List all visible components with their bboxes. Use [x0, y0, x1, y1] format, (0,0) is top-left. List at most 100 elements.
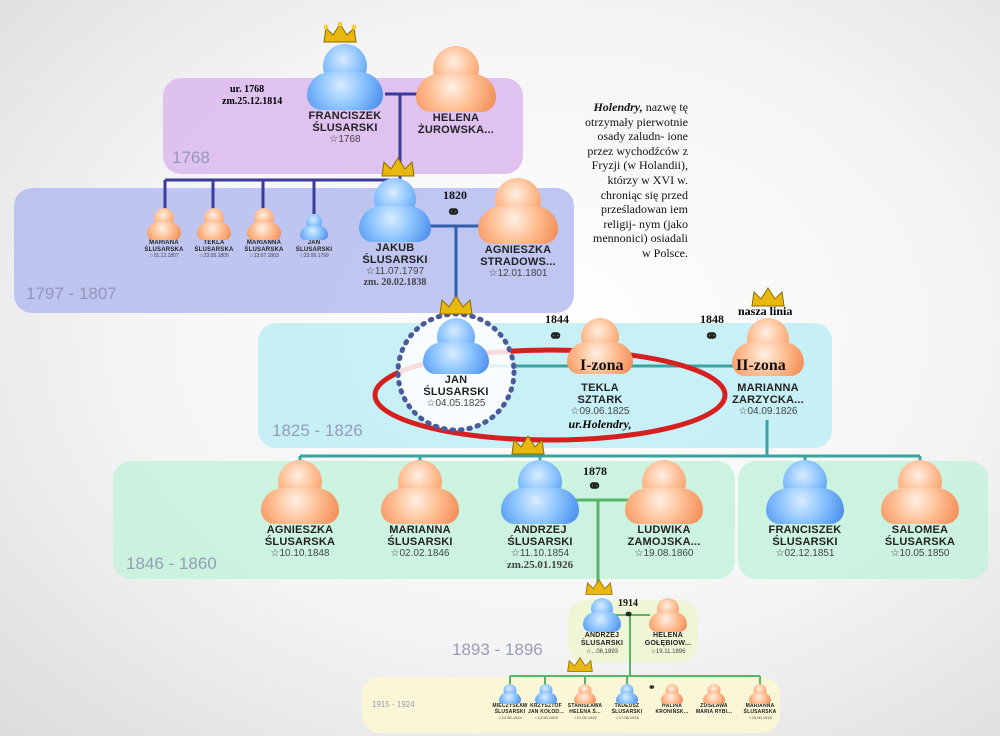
- person-zdislawa[interactable]: ZDISŁAWA MARIA RYBI...: [694, 684, 734, 715]
- marriage-year: 1848: [700, 312, 724, 326]
- wedding-rings-icon: ⚭: [587, 476, 603, 496]
- person-birth-date: ☆02.12.1851: [775, 548, 835, 559]
- person-tekla-1805[interactable]: TEKLA ŚLUSARSKA ☆23.05.1805: [190, 208, 238, 259]
- person-death-date: zm.25.01.1926: [506, 559, 574, 571]
- person-birth-date: ☆19.11.1896: [650, 649, 686, 655]
- person-birth-date: ☆...06.1893: [585, 649, 619, 655]
- marriage-year: 1820: [443, 188, 467, 202]
- person-tadeusz[interactable]: TADEUSZ ŚLUSARSKI ☆17.08.1916: [608, 684, 646, 720]
- person-salomea-1850[interactable]: SALOMEA ŚLUSARSKA ☆10.05.1850: [870, 460, 970, 559]
- person-name: FRANCISZEK ŚLUSARSKI: [308, 110, 382, 134]
- person-name: MARIANNA ŚLUSARSKI: [387, 524, 453, 548]
- crown-icon: [584, 578, 614, 601]
- person-marianna-zarzycka[interactable]: MARIANNA ZARZYCKA... ☆04.09.1826: [722, 318, 814, 417]
- crown-icon: [566, 656, 594, 678]
- person-birth-date: ☆19.08.1860: [634, 548, 694, 559]
- person-name: ANDRZEJ ŚLUSARSKI: [507, 524, 573, 548]
- person-tekla-sztark[interactable]: TEKLA SZTARK ☆09.06.1825 ur.Holendry,: [560, 318, 640, 432]
- person-birth-date: ☆10.10.1848: [270, 548, 330, 559]
- person-name: ANDRZEJ ŚLUSARSKI: [580, 632, 624, 647]
- person-name: HELENA ŻUROWSKA...: [417, 112, 495, 136]
- person-death-date: zm. 20.02.1838: [363, 277, 427, 288]
- person-name: JAN ŚLUSARSKI: [423, 374, 489, 398]
- crown-icon: [322, 21, 358, 49]
- person-birth-date: ☆12.60.1924: [498, 715, 522, 720]
- person-birth-date: ☆15.60.1915: [748, 715, 772, 720]
- person-jan-1799[interactable]: JAN ŚLUSARSKI ☆23.06.1799: [292, 214, 336, 259]
- wedding-rings-icon: ⚭: [446, 202, 462, 222]
- person-birth-date: ☆10.05.1850: [890, 548, 950, 559]
- our-line-label: nasza linia: [738, 304, 793, 318]
- person-name: LUDWIKA ZAMOJSKA...: [627, 524, 701, 548]
- person-franciszek-1768[interactable]: FRANCISZEK ŚLUSARSKI ☆1768: [300, 44, 390, 145]
- person-jan-slusarski[interactable]: JAN ŚLUSARSKI ☆04.05.1825: [410, 318, 502, 409]
- crown-icon: [510, 434, 546, 461]
- person-andrzej-1854[interactable]: ANDRZEJ ŚLUSARSKI ☆11.10.1854 zm.25.01.1…: [490, 460, 590, 571]
- person-helena-zurowska[interactable]: HELENA ŻUROWSKA...: [406, 46, 506, 136]
- band-label-1915: 1915 - 1924: [372, 700, 415, 709]
- person-jakub-slusarski[interactable]: JAKUB ŚLUSARSKI ☆11.07.1797 zm. 20.02.18…: [350, 178, 440, 288]
- person-name: MIECZYSŁAW ŚLUSARSKI: [492, 703, 528, 715]
- person-name: HALINA KRONIŃSK...: [655, 703, 689, 715]
- generation-band-1825: [258, 323, 832, 448]
- marriage-year: 1878: [583, 464, 607, 478]
- generation-band-1797: [14, 188, 574, 313]
- crown-icon: [750, 286, 786, 313]
- person-name: AGNIESZKA STRADOWS...: [480, 244, 556, 268]
- person-name: AGNIESZKA ŚLUSARSKA: [264, 524, 336, 548]
- holendry-note: Holendry, nazwę tę otrzymały pierwotnie …: [582, 100, 688, 261]
- person-name: MARIANNA ŚLUSARSKA: [244, 240, 284, 253]
- person-ludwika-zamojska[interactable]: LUDWIKA ZAMOJSKA... ☆19.08.1860: [614, 460, 714, 559]
- person-agnieszka-stradowska[interactable]: AGNIESZKA STRADOWS... ☆12.01.1801: [468, 178, 568, 279]
- person-helena-golebiowska[interactable]: HELENA GOŁĘBIOW... ☆19.11.1896: [640, 598, 696, 655]
- person-birth-date: ☆1768: [329, 134, 361, 145]
- person-birth-date: ☆11.10.1854: [510, 548, 570, 559]
- person-marianna-1803[interactable]: MARIANNA ŚLUSARSKA ☆13.07.1803: [240, 208, 288, 259]
- crown-icon: [380, 156, 416, 183]
- person-birth-date: ☆13.60.1920: [534, 715, 558, 720]
- marriage-year: 1844: [545, 312, 569, 326]
- person-birth-date: ☆04.09.1826: [738, 406, 798, 417]
- band-label-1893: 1893 - 1896: [452, 640, 543, 659]
- person-marianna-1846[interactable]: MARIANNA ŚLUSARSKI ☆02.02.1846: [370, 460, 470, 559]
- note-title: Holendry,: [593, 100, 643, 114]
- person-birth-date: ☆09.06.1825: [570, 406, 630, 417]
- person-birth-date: ☆11.07.1797: [365, 266, 425, 277]
- person-agnieszka-1848[interactable]: AGNIESZKA ŚLUSARSKA ☆10.10.1848: [250, 460, 350, 559]
- band-label-1825: 1825 - 1826: [272, 421, 363, 440]
- wedding-rings-icon: ⚭: [548, 326, 564, 346]
- person-krzysztof[interactable]: KRZYSZTOF JAN KOŁOD... ☆13.60.1920: [528, 684, 564, 720]
- band-label-1768: 1768: [172, 148, 210, 167]
- person-name: JAKUB ŚLUSARSKI: [362, 242, 428, 266]
- person-franciszek-1851[interactable]: FRANCISZEK ŚLUSARSKI ☆02.12.1851: [755, 460, 855, 559]
- person-mieczyslaw[interactable]: MIECZYSŁAW ŚLUSARSKI ☆12.60.1924: [492, 684, 528, 720]
- person-birth-date: ☆23.05.1805: [199, 253, 229, 259]
- person-halina[interactable]: HALINA KRONIŃSK...: [652, 684, 692, 715]
- person-name: MARIANNA ŚLUSARSKA: [743, 703, 777, 715]
- person-name: KRZYSZTOF JAN KOŁOD...: [528, 703, 565, 715]
- wedding-rings-icon: ⚭: [704, 326, 720, 346]
- person-name: TEKLA SZTARK: [577, 382, 623, 406]
- person-name: JAN ŚLUSARSKI: [295, 240, 333, 253]
- person-birth-date: ☆17.08.1916: [615, 715, 639, 720]
- person-name: SALOMEA ŚLUSARSKA: [884, 524, 956, 548]
- person-name: FRANCISZEK ŚLUSARSKI: [768, 524, 842, 548]
- person-name: STANISŁAWA HELENA Ś...: [567, 703, 603, 715]
- person-marianna-1915[interactable]: MARIANNA ŚLUSARSKA ☆15.60.1915: [740, 684, 780, 720]
- person-name: HELENA GOŁĘBIOW...: [644, 632, 692, 647]
- person-birth-date: ☆01.12.1807: [149, 253, 179, 259]
- person-mariana-1807[interactable]: MARIANA ŚLUSARSKA ☆01.12.1807: [140, 208, 188, 259]
- person-name: TEKLA ŚLUSARSKA: [194, 240, 234, 253]
- person-birth-date: ☆13.07.1803: [249, 253, 279, 259]
- person-stanislawa[interactable]: STANISŁAWA HELENA Ś... ☆21.05.1922: [566, 684, 604, 720]
- second-wife-label: II-zona: [736, 357, 786, 374]
- person-birth-date: ☆04.05.1825: [426, 398, 486, 409]
- person-birth-date: ☆02.02.1846: [390, 548, 450, 559]
- band-label-1846: 1846 - 1860: [126, 554, 217, 573]
- birth-note: ur. 1768: [230, 84, 265, 95]
- person-andrzej-1893[interactable]: ANDRZEJ ŚLUSARSKI ☆...06.1893: [574, 598, 630, 655]
- crown-icon: [438, 294, 474, 321]
- person-birth-date: ☆23.06.1799: [299, 253, 329, 259]
- person-name: ZDISŁAWA MARIA RYBI...: [695, 703, 733, 715]
- person-birth-date: ☆12.01.1801: [488, 268, 548, 279]
